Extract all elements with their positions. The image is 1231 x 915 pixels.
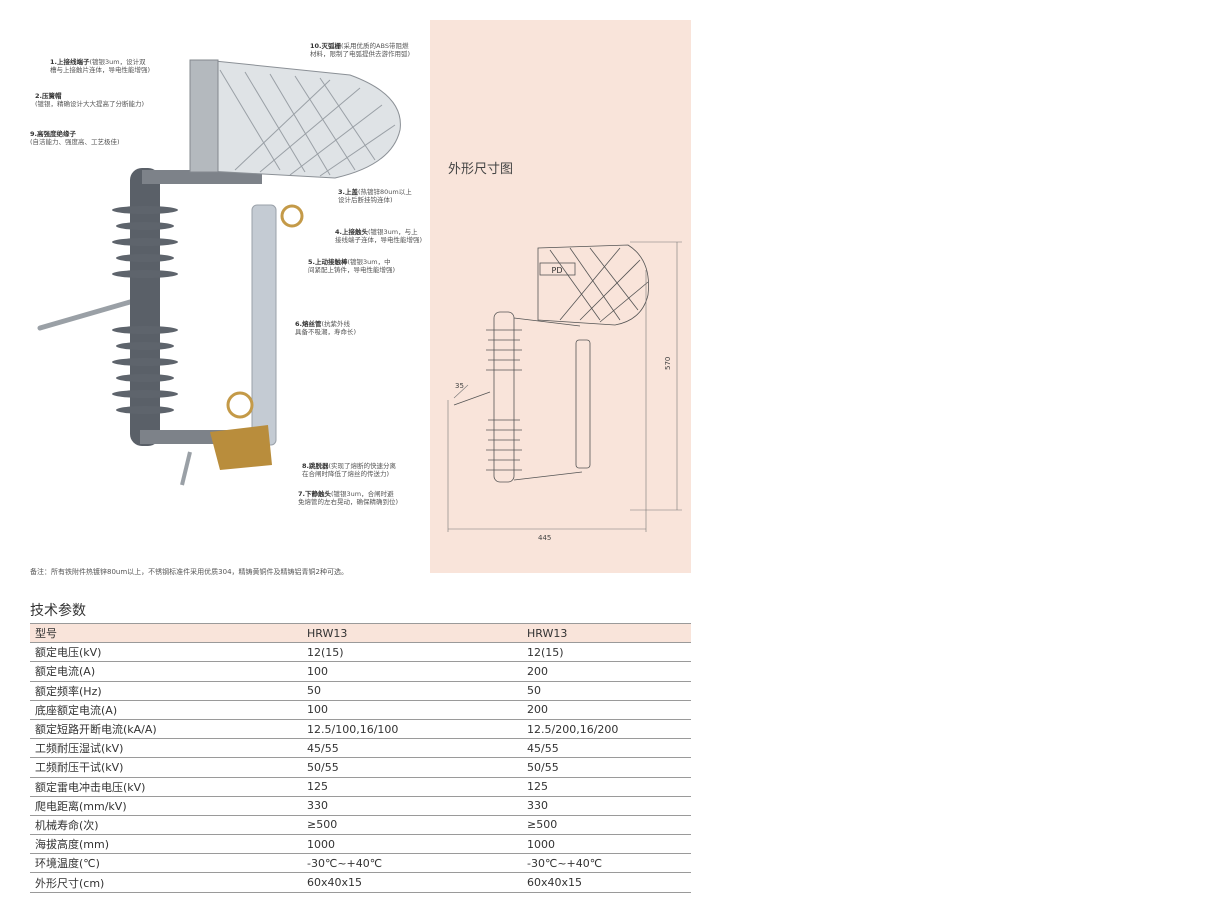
param-name: 额定雷电冲击电压(kV) — [30, 777, 302, 797]
param-value: -30℃~+40℃ — [522, 853, 691, 874]
param-value: 50/55 — [302, 757, 522, 778]
header-cell: 型号 — [30, 622, 302, 644]
param-name: 爬电距离(mm/kV) — [30, 796, 302, 816]
product-illustration: 1.上接线端子(镀银3um，设计双 槽与上接触片连体，导电性能增强) 2.压簧帽… — [30, 20, 430, 560]
table-row: 额定电压(kV)12(15)12(15) — [30, 642, 691, 663]
header-cell: HRW13 — [522, 622, 691, 644]
param-value: 50 — [302, 681, 522, 701]
param-value: 200 — [522, 700, 691, 720]
param-value: 12.5/100,16/100 — [302, 719, 522, 740]
param-name: 环境温度(℃) — [30, 853, 302, 874]
param-value: 125 — [522, 777, 691, 797]
param-name: 额定电压(kV) — [30, 642, 302, 663]
callout-trip-device: 8.跳脱器(实现了熔断的快速分离 在合闸时降低了熔丝的传送力) — [302, 462, 397, 478]
param-name: 工频耐压干试(kV) — [30, 757, 302, 778]
width-dimension: 445 — [538, 534, 551, 542]
fuse-cutout-drawing — [37, 59, 401, 486]
param-name: 外形尺寸(cm) — [30, 872, 302, 893]
angle-dimension: 35 — [455, 382, 464, 390]
param-value: 45/55 — [302, 738, 522, 759]
param-value: 125 — [302, 777, 522, 797]
param-value: 200 — [522, 661, 691, 682]
table-row: 机械寿命(次)≥500≥500 — [30, 815, 691, 836]
param-value: 12(15) — [522, 642, 691, 663]
height-dimension: 570 — [664, 357, 672, 370]
param-value: 100 — [302, 700, 522, 720]
pd-label: PD — [552, 266, 563, 275]
param-value: 1000 — [302, 834, 522, 855]
dimension-title: 外形尺寸图 — [448, 162, 514, 177]
param-value: ≥500 — [302, 815, 522, 836]
param-value: 100 — [302, 661, 522, 682]
param-value: -30℃~+40℃ — [302, 853, 522, 874]
callout-upper-terminal: 1.上接线端子(镀银3um，设计双 槽与上接触片连体，导电性能增强) — [50, 58, 151, 74]
param-name: 额定短路开断电流(kA/A) — [30, 719, 302, 740]
dimension-drawing: PD 570 445 35 — [447, 241, 682, 542]
param-name: 底座额定电流(A) — [30, 700, 302, 720]
param-value: 50/55 — [522, 757, 691, 778]
dimension-panel: PD 570 445 35 — [430, 20, 691, 573]
param-name: 额定电流(A) — [30, 661, 302, 682]
param-name: 工频耐压湿试(kV) — [30, 738, 302, 759]
table-header-row: 型号 HRW13 HRW13 — [30, 622, 691, 644]
header-cell: HRW13 — [302, 622, 522, 644]
callout-insulator: 9.高强度绝缘子 (自洁能力、强度高、工艺极佳) — [30, 130, 120, 146]
callout-arc-chute: 10.灭弧栅(采用优质的ABS带阻燃 材料，限制了电弧提供去游作用弧) — [310, 42, 411, 58]
param-value: 12.5/200,16/200 — [522, 719, 691, 740]
param-name: 海拔高度(mm) — [30, 834, 302, 855]
param-name: 额定频率(Hz) — [30, 681, 302, 701]
param-value: 12(15) — [302, 642, 522, 663]
params-title: 技术参数 — [30, 603, 86, 619]
callout-top-cover: 3.上盖(热镀锌80um以上 设计后断挂钩连体) — [338, 188, 412, 204]
callout-fuse-tube: 6.熔丝管(抗紫外线 具备不吸潮，寿命长) — [295, 320, 357, 336]
callout-spring-cap: 2.压簧帽 (镀银，精确设计大大提高了分断能力) — [35, 92, 145, 108]
param-value: 1000 — [522, 834, 691, 855]
param-value: 60x40x15 — [522, 872, 691, 893]
param-value: 60x40x15 — [302, 872, 522, 893]
footnote: 备注：所有铁附件热镀锌80um以上，不锈钢标准件采用优质304，精铸黄铜件及精铸… — [30, 568, 348, 576]
param-value: 330 — [522, 796, 691, 816]
callout-upper-contact: 4.上接触头(镀银3um，与上 接线端子连体，导电性能增强) — [335, 228, 423, 244]
param-value: 50 — [522, 681, 691, 701]
param-value: 330 — [302, 796, 522, 816]
table-row: 环境温度(℃)-30℃~+40℃-30℃~+40℃ — [30, 853, 691, 874]
param-value: ≥500 — [522, 815, 691, 836]
params-table: 型号 HRW13 HRW13 额定电压(kV)12(15)12(15) 额定电流… — [30, 622, 691, 893]
callout-lower-contact: 7.下静触头(镀银3um，合闸时避 免熔管的左右晃动，确保精确到位) — [298, 490, 399, 506]
param-name: 机械寿命(次) — [30, 815, 302, 836]
param-value: 45/55 — [522, 738, 691, 759]
callout-moving-contact-rod: 5.上动接触棒(镀银3um，中 间紧配上铸件，导电性能增强) — [308, 258, 396, 274]
